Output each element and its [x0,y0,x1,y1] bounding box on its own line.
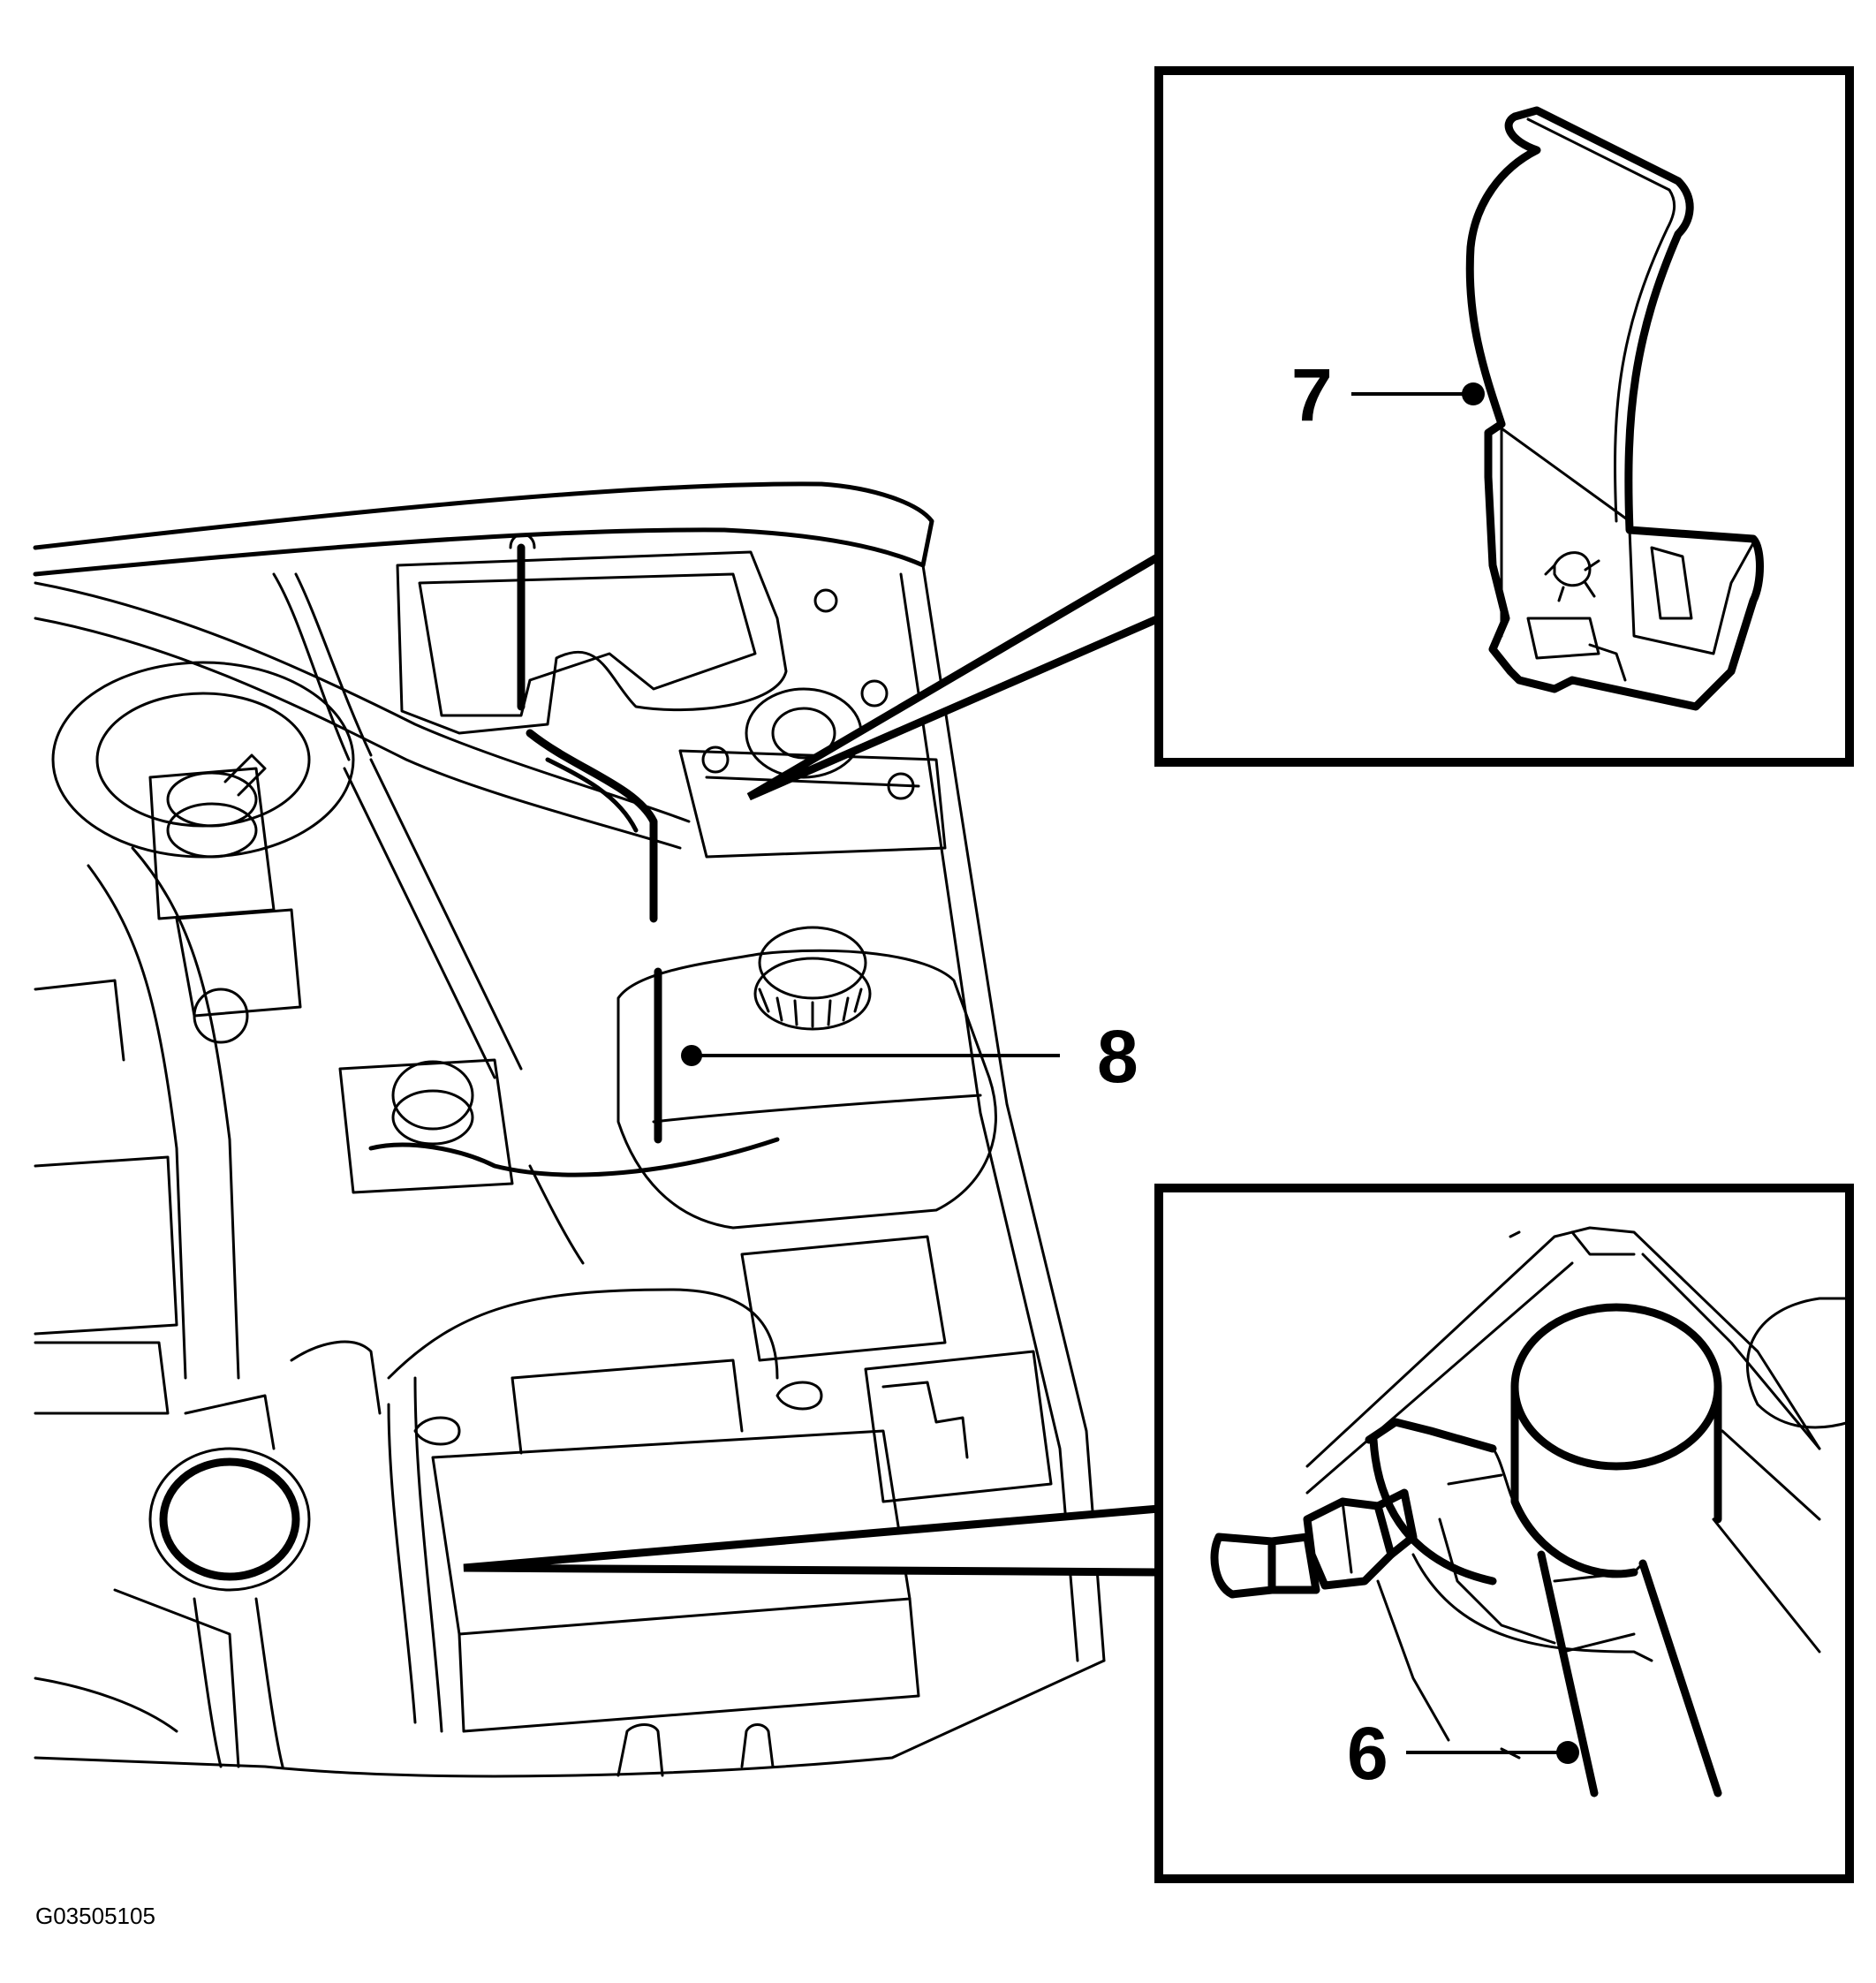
callout-8: 8 [681,1015,1138,1098]
figure-id: G03505105 [35,1903,155,1929]
bracket-clip-drawing [1465,106,1764,711]
inset-bottom-pointer [463,1504,1163,1577]
detail-inset-top: 7 [746,66,1854,801]
detail-inset-bottom: 6 [463,1184,1854,1883]
callout-8-label: 8 [1097,1015,1138,1098]
inset-bottom-frame [1154,1184,1854,1883]
engine-bay-illustration [33,481,1106,1778]
inset-top-frame [1154,66,1854,767]
callout-7-label: 7 [1291,353,1333,436]
callout-6-label: 6 [1347,1712,1388,1795]
